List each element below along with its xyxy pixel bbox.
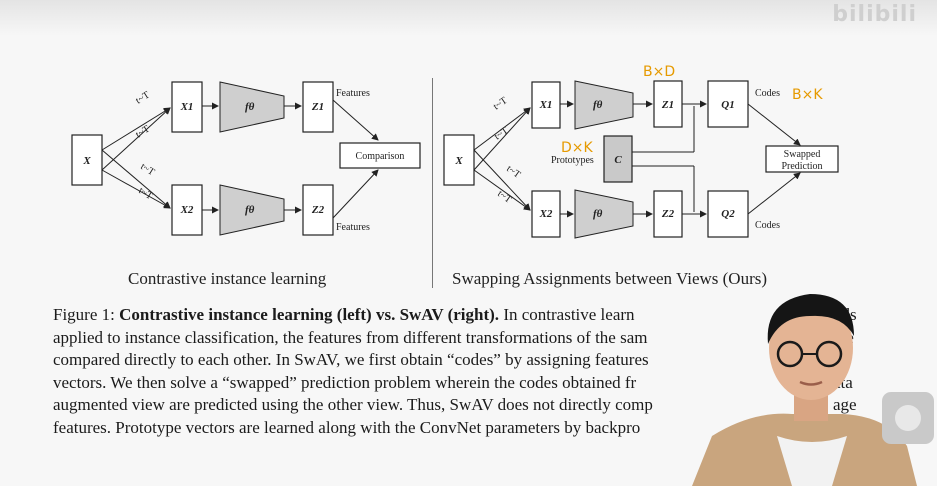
svg-text:t~T: t~T (138, 161, 156, 178)
svg-text:Codes: Codes (755, 88, 780, 99)
svg-text:Features: Features (336, 222, 370, 233)
annotation-bxk: B×K (792, 87, 823, 103)
svg-text:Z2: Z2 (311, 204, 325, 216)
svg-text:Comparison: Comparison (356, 151, 405, 162)
left-input-box: X (71, 134, 103, 186)
svg-text:C: C (614, 154, 622, 166)
svg-text:X: X (454, 155, 463, 167)
svg-text:t~T: t~T (491, 95, 509, 112)
svg-text:X2: X2 (539, 208, 553, 220)
left-encoder-bottom (219, 184, 285, 236)
figure-caption-paragraph: Figure 1: Contrastive instance learning … (53, 304, 873, 439)
left-feature2-box: Z2 (302, 184, 334, 236)
figure-divider (432, 78, 433, 288)
svg-text:Q1: Q1 (721, 99, 734, 111)
svg-text:fθ: fθ (593, 99, 603, 111)
right-encoder-bottom (574, 189, 634, 239)
svg-text:t~T: t~T (492, 125, 510, 142)
right-input-box: X (443, 134, 475, 186)
comparison-box: Comparison (339, 142, 421, 169)
svg-text:Prototypes: Prototypes (551, 155, 594, 166)
svg-text:t~T: t~T (134, 90, 152, 107)
svg-text:Prediction: Prediction (781, 161, 822, 172)
svg-text:X: X (82, 155, 91, 167)
svg-text:Features: Features (336, 88, 370, 99)
left-view2-box: X2 (171, 184, 203, 236)
svg-text:X1: X1 (180, 101, 194, 113)
para-line-3: compared directly to each other. In SwAV… (53, 350, 649, 369)
svg-text:Z2: Z2 (661, 208, 675, 220)
right-encoder-top (574, 80, 634, 130)
para-line-6: features. Prototype vectors are learned … (53, 417, 641, 437)
svg-text:fθ: fθ (245, 101, 255, 113)
right-feature2-box: Z2 (653, 190, 683, 238)
para-line-5: augmented view are predicted using the o… (53, 395, 653, 414)
swapped-prediction-box: Swapped Prediction (765, 145, 839, 173)
right-view2-box: X2 (531, 190, 561, 238)
svg-text:Z1: Z1 (661, 99, 674, 111)
svg-text:Z1: Z1 (311, 101, 324, 113)
svg-text:t~T: t~T (504, 163, 522, 180)
svg-text:X2: X2 (180, 204, 194, 216)
svg-text:fθ: fθ (245, 204, 255, 216)
prototypes-box: C (603, 135, 633, 183)
figure-diagrams: X t~T t~T t~T t~T X1 X2 fθ fθ Z1 (71, 64, 839, 239)
right-caption: Swapping Assignments between Views (Ours… (452, 269, 768, 288)
right-feature1-box: Z1 (653, 80, 683, 128)
para-line-4: vectors. We then solve a “swapped” predi… (53, 372, 637, 392)
annotation-dxk: D×K (561, 140, 594, 156)
svg-text:Codes: Codes (755, 220, 780, 231)
svg-text:t~T: t~T (495, 188, 513, 205)
para-line-2: applied to instance classification, the … (53, 327, 648, 347)
svg-text:X1: X1 (539, 99, 553, 111)
presenter-video-overlay (692, 294, 917, 486)
left-feature1-box: Z1 (302, 81, 334, 133)
caption-bold: Contrastive instance learning (left) vs.… (119, 305, 500, 324)
svg-text:Q2: Q2 (721, 208, 735, 220)
left-diagram: X t~T t~T t~T t~T X1 X2 fθ fθ Z1 (71, 81, 421, 236)
annotation-bxd: B×D (643, 64, 675, 80)
record-icon (895, 405, 921, 431)
right-diagram: X t~T t~T t~T t~T X1 X2 fθ fθ Z1 (443, 64, 839, 239)
right-view1-box: X1 (531, 81, 561, 129)
left-view1-box: X1 (171, 81, 203, 133)
record-button[interactable] (882, 392, 934, 444)
watermark-logo: bilibili (832, 2, 917, 27)
top-bar (0, 0, 937, 36)
code2-box: Q2 (707, 190, 749, 238)
code1-box: Q1 (707, 80, 749, 128)
svg-text:Swapped: Swapped (784, 149, 821, 160)
svg-text:fθ: fθ (593, 208, 603, 220)
para-line-1: Figure 1: Contrastive instance learning … (53, 305, 635, 324)
svg-text:t~T: t~T (136, 185, 154, 202)
left-encoder-top (219, 81, 285, 133)
left-caption: Contrastive instance learning (128, 269, 327, 288)
